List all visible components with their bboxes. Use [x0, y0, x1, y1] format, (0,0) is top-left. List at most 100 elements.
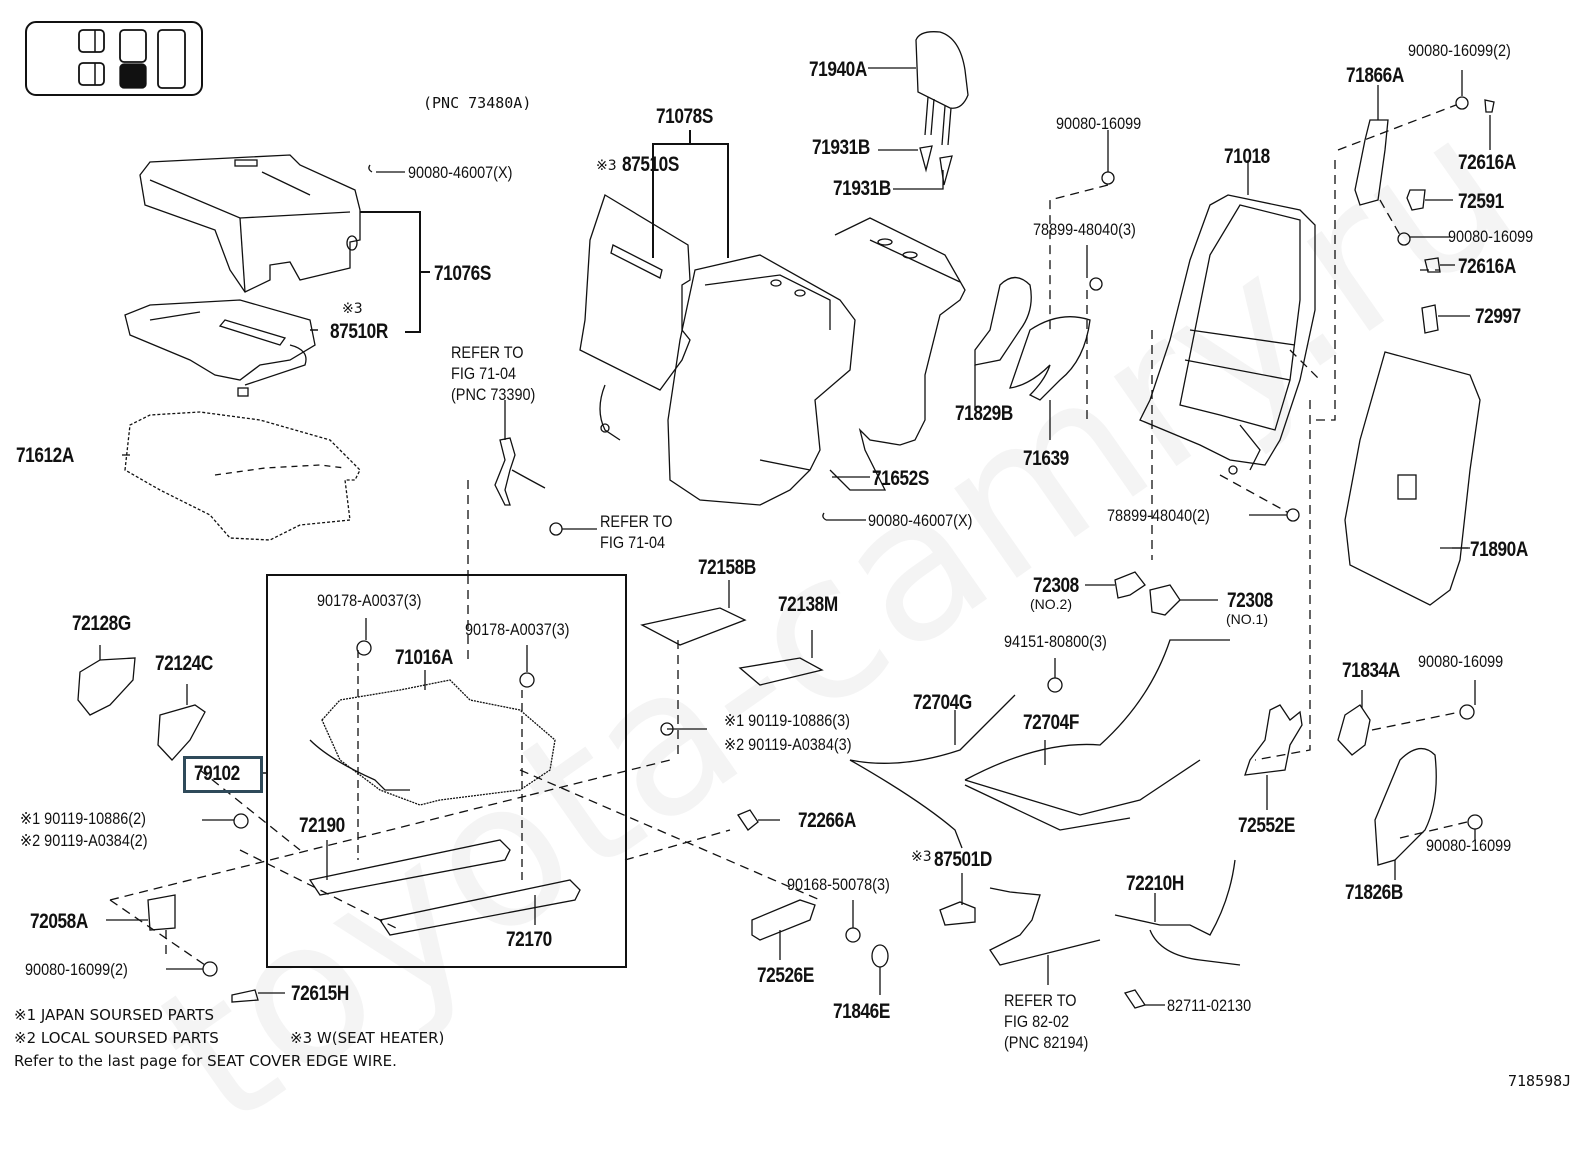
part-label-71016A[interactable]: 71016A: [395, 646, 453, 669]
part-label-71931B[interactable]: 71931B: [833, 177, 891, 200]
part-label-71834A[interactable]: 71834A: [1342, 659, 1400, 682]
part-sub-label: (NO.2): [1030, 596, 1072, 612]
heater-mark: ※3: [911, 849, 932, 865]
part-label-72190[interactable]: 72190: [299, 814, 345, 837]
seat-adjuster-shape: [309, 618, 556, 880]
part-label-90080-16099[interactable]: 90080-16099: [1448, 227, 1534, 246]
seat-cushion-cover-shape: [139, 154, 361, 293]
part-label-90119-10886[interactable]: ※1 90119-10886(3): [724, 711, 850, 730]
part-label-90080-46007[interactable]: 90080-46007(X): [408, 163, 513, 182]
bracket-72058A-shape: [147, 894, 176, 931]
part-label-72210H[interactable]: 72210H: [1126, 872, 1184, 895]
reference-fig-71-04[interactable]: REFER TO FIG 71-04: [600, 511, 673, 553]
part-label-71826B[interactable]: 71826B: [1345, 881, 1403, 904]
part-label-78899-48040[interactable]: 78899-48040(2): [1107, 506, 1210, 525]
part-label-71940A[interactable]: 71940A: [809, 58, 867, 81]
part-label-90119-A0384[interactable]: ※2 90119-A0384(2): [20, 831, 148, 850]
ref-line: REFER TO: [1004, 991, 1077, 1010]
part-label-72170[interactable]: 72170: [506, 928, 552, 951]
part-label-71931B[interactable]: 71931B: [812, 136, 870, 159]
part-label-90080-16099-2[interactable]: 90080-16099(2): [1408, 41, 1511, 60]
part-label-71829B[interactable]: 71829B: [955, 402, 1013, 425]
cap-71846E-shape: [871, 944, 889, 968]
part-label-79102[interactable]: 79102: [194, 762, 240, 785]
part-label-87501D[interactable]: 87501D: [934, 848, 992, 871]
part-label-71652S[interactable]: 71652S: [872, 467, 929, 490]
heater-mark: ※3: [342, 301, 363, 317]
wire-harness-shape: [989, 887, 1101, 966]
seatback-frame-shape: [1139, 160, 1316, 475]
side-trim-shapes: [974, 276, 1091, 440]
knob-72526E-shape: [751, 899, 816, 941]
part-label-94151-80800[interactable]: 94151-80800(3): [1004, 632, 1107, 651]
part-label-71078S[interactable]: 71078S: [656, 105, 713, 128]
cover-72158B-shape: [640, 607, 747, 646]
reference-fig-71-04[interactable]: REFER TO FIG 71-04 (PNC 73390): [451, 342, 535, 405]
part-label-87510S[interactable]: 87510S: [622, 153, 679, 176]
ref-line: (PNC 73390): [451, 385, 536, 404]
part-label-71846E[interactable]: 71846E: [833, 1000, 890, 1023]
footnote-1: ※1 JAPAN SOURSED PARTS: [14, 1006, 215, 1024]
part-label-90168-50078[interactable]: 90168-50078(3): [787, 875, 890, 894]
part-label-78899-48040[interactable]: 78899-48040(3): [1033, 220, 1136, 239]
ref-line: REFER TO: [451, 343, 524, 362]
part-label-72266A[interactable]: 72266A: [798, 809, 856, 832]
ref-line: FIG 71-04: [600, 533, 666, 552]
part-label-90119-A0384[interactable]: ※2 90119-A0384(3): [724, 735, 852, 754]
footnote-edge-wire: Refer to the last page for SEAT COVER ED…: [14, 1052, 397, 1070]
part-label-71018[interactable]: 71018: [1224, 145, 1270, 168]
part-label-72158B[interactable]: 72158B: [698, 556, 756, 579]
part-label-72526E[interactable]: 72526E: [757, 964, 814, 987]
part-label-90080-16099[interactable]: 90080-16099: [1056, 114, 1142, 133]
cover-72124C-shape: [157, 704, 206, 761]
cable-72210H-shape: [1114, 859, 1236, 936]
part-label-72704G[interactable]: 72704G: [913, 691, 972, 714]
part-label-90080-16099[interactable]: 90080-16099: [1426, 836, 1512, 855]
part-label-72591[interactable]: 72591: [1458, 190, 1504, 213]
part-label-72552E[interactable]: 72552E: [1238, 814, 1295, 837]
part-label-82711-02130[interactable]: 82711-02130: [1167, 996, 1252, 1015]
part-label-90178-A0037[interactable]: 90178-A0037(3): [317, 591, 422, 610]
part-label-87510R[interactable]: 87510R: [330, 320, 388, 343]
seat-cushion-pad-shape: [124, 411, 361, 541]
part-label-71076S[interactable]: 71076S: [434, 262, 491, 285]
cover-72128G-shape: [77, 657, 136, 716]
part-label-90080-16099[interactable]: 90080-16099: [1418, 652, 1504, 671]
part-label-71639[interactable]: 71639: [1023, 447, 1069, 470]
part-label-72704F[interactable]: 72704F: [1023, 711, 1079, 734]
part-label-90119-10886[interactable]: ※1 90119-10886(2): [20, 809, 146, 828]
seat-adjuster-group-box: [266, 574, 627, 968]
part-label-90080-16099-2[interactable]: 90080-16099(2): [25, 960, 128, 979]
seatback-pad-shape: [829, 217, 966, 491]
cable-72704G-shape: [849, 694, 1016, 764]
part-label-72138M[interactable]: 72138M: [778, 593, 838, 616]
part-label-72616A[interactable]: 72616A: [1458, 255, 1516, 278]
part-label-71890A[interactable]: 71890A: [1470, 538, 1528, 561]
headrest-shape: [868, 31, 969, 190]
part-label-71866A[interactable]: 71866A: [1346, 64, 1404, 87]
part-label-72124C[interactable]: 72124C: [155, 652, 213, 675]
cap-72615H-shape: [231, 989, 259, 1003]
part-label-90080-46007[interactable]: 90080-46007(X): [868, 511, 973, 530]
part-label-72128G[interactable]: 72128G: [72, 612, 131, 635]
part-label-72308-no2[interactable]: 72308: [1033, 574, 1079, 597]
ref-line: (PNC 82194): [1004, 1033, 1089, 1052]
seat-rails-shape: [308, 839, 581, 936]
part-label-72997[interactable]: 72997: [1475, 305, 1521, 328]
part-label-72308-no1[interactable]: 72308: [1227, 589, 1273, 612]
reference-fig-82-02[interactable]: REFER TO FIG 82-02 (PNC 82194): [1004, 990, 1088, 1053]
parts-diagram: toyota-camry.ru: [14, 21, 1571, 1171]
part-label-72616A[interactable]: 72616A: [1458, 151, 1516, 174]
ref-line: REFER TO: [600, 512, 673, 531]
part-label-72058A[interactable]: 72058A: [30, 910, 88, 933]
switch-87501D-shape: [939, 901, 976, 926]
clip-72266A-shape: [737, 809, 759, 831]
latch-72308-no2-shape: [1114, 571, 1146, 599]
part-label-72615H[interactable]: 72615H: [291, 982, 349, 1005]
cover-72552E-shape: [1244, 704, 1303, 776]
cover-71826B-shape: [1374, 748, 1437, 866]
highlighted-part-box[interactable]: [183, 756, 263, 793]
part-label-71612A[interactable]: 71612A: [16, 444, 74, 467]
part-label-90178-A0037[interactable]: 90178-A0037(3): [465, 620, 570, 639]
part-sub-label: (NO.1): [1226, 611, 1268, 627]
